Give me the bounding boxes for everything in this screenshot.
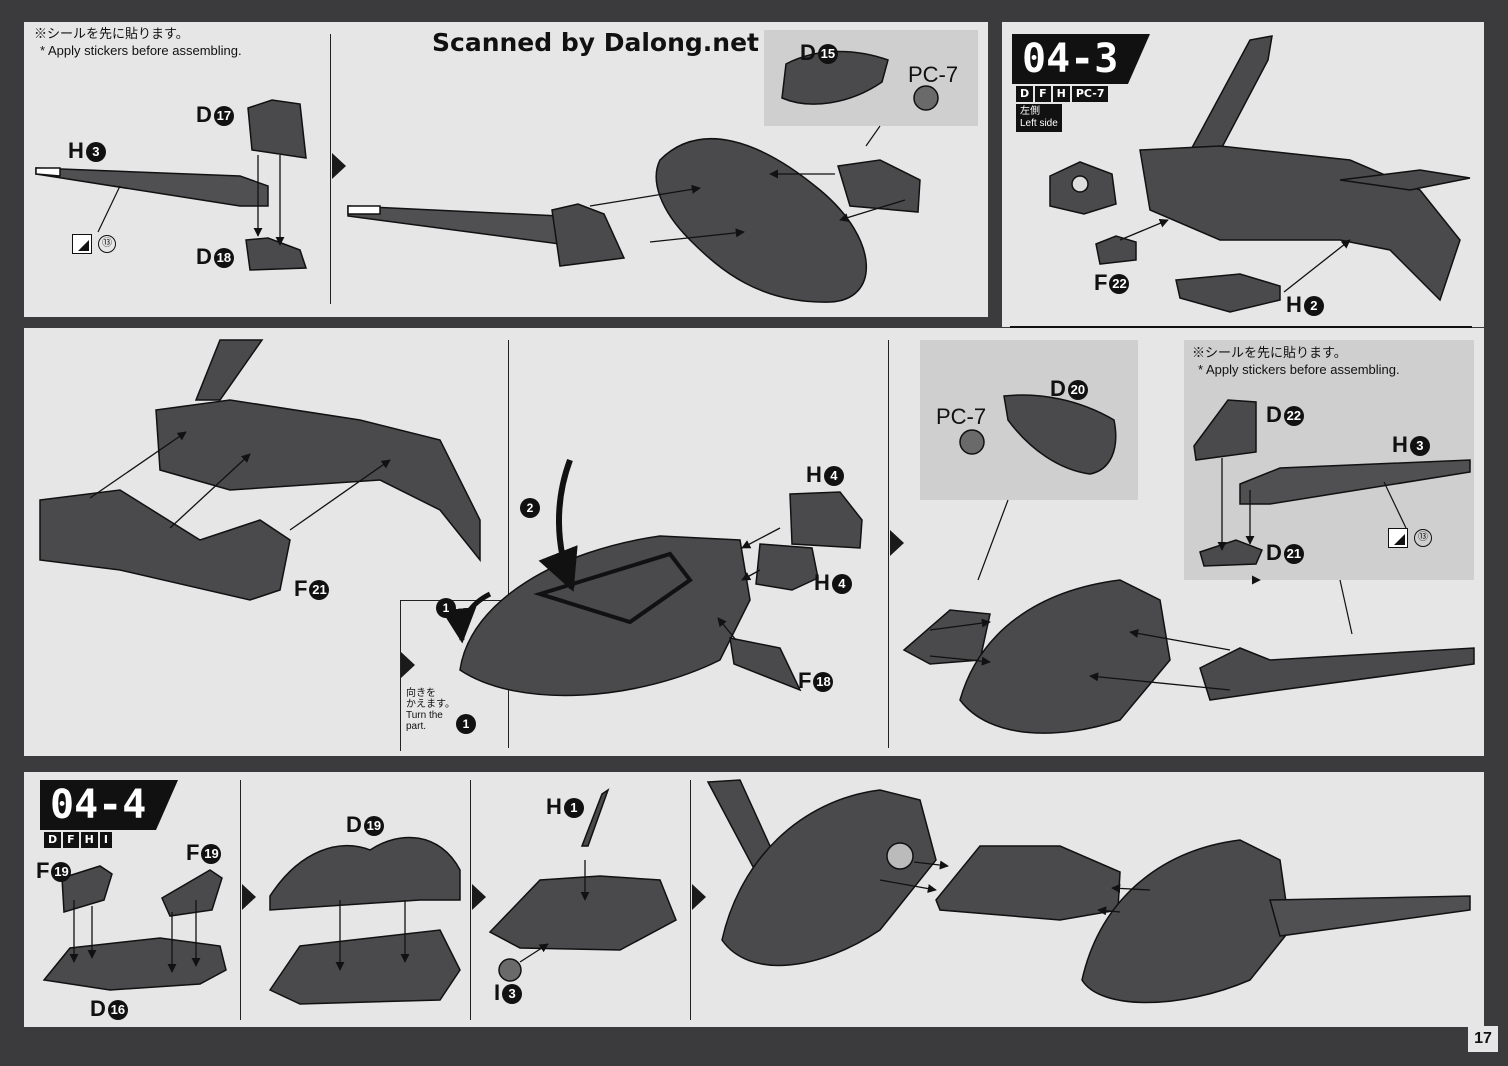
step-number-04-4: 04-4 — [40, 780, 179, 830]
watermark-text: Scanned by Dalong.net — [432, 28, 760, 57]
sequence-number: 2 — [520, 498, 540, 518]
divider-corner — [400, 600, 509, 751]
sticker-note-jp-right: ※シールを先に貼ります。 — [1192, 345, 1347, 360]
sequence-number: 1 — [436, 598, 456, 618]
step-parts-04-3: D F H PC-7 — [1016, 86, 1109, 102]
divider — [690, 780, 691, 1020]
divider — [1010, 326, 1472, 328]
divider — [508, 340, 509, 748]
divider — [330, 34, 331, 304]
flow-arrow-icon — [242, 884, 256, 910]
sequence-number: 1 — [456, 714, 476, 734]
divider — [240, 780, 241, 1020]
flow-arrow-icon — [472, 884, 486, 910]
sticker-note-en-right: * Apply stickers before assembling. — [1198, 362, 1400, 377]
sticker-icon — [72, 234, 92, 254]
part-label-pc7: PC-7 — [908, 62, 959, 87]
page-number: 17 — [1468, 1026, 1498, 1052]
step-number-04-3: 04-3 — [1012, 34, 1151, 84]
divider — [888, 340, 889, 748]
sticker-reference-right: ⑬ — [1388, 528, 1432, 548]
sticker-note-jp: ※シールを先に貼ります。 — [34, 26, 189, 41]
sticker-note-en: * Apply stickers before assembling. — [40, 43, 242, 58]
flow-arrow-icon — [332, 153, 346, 179]
divider — [470, 780, 471, 1020]
sticker-reference: ⑬ — [72, 234, 116, 254]
flow-arrow-icon — [401, 652, 415, 678]
flow-arrow-icon — [692, 884, 706, 910]
flow-arrow-icon — [890, 530, 904, 556]
sticker-icon — [1388, 528, 1408, 548]
step-parts-04-4: D F H I — [44, 832, 112, 848]
part-label-pc7-b: PC-7 — [936, 404, 987, 429]
